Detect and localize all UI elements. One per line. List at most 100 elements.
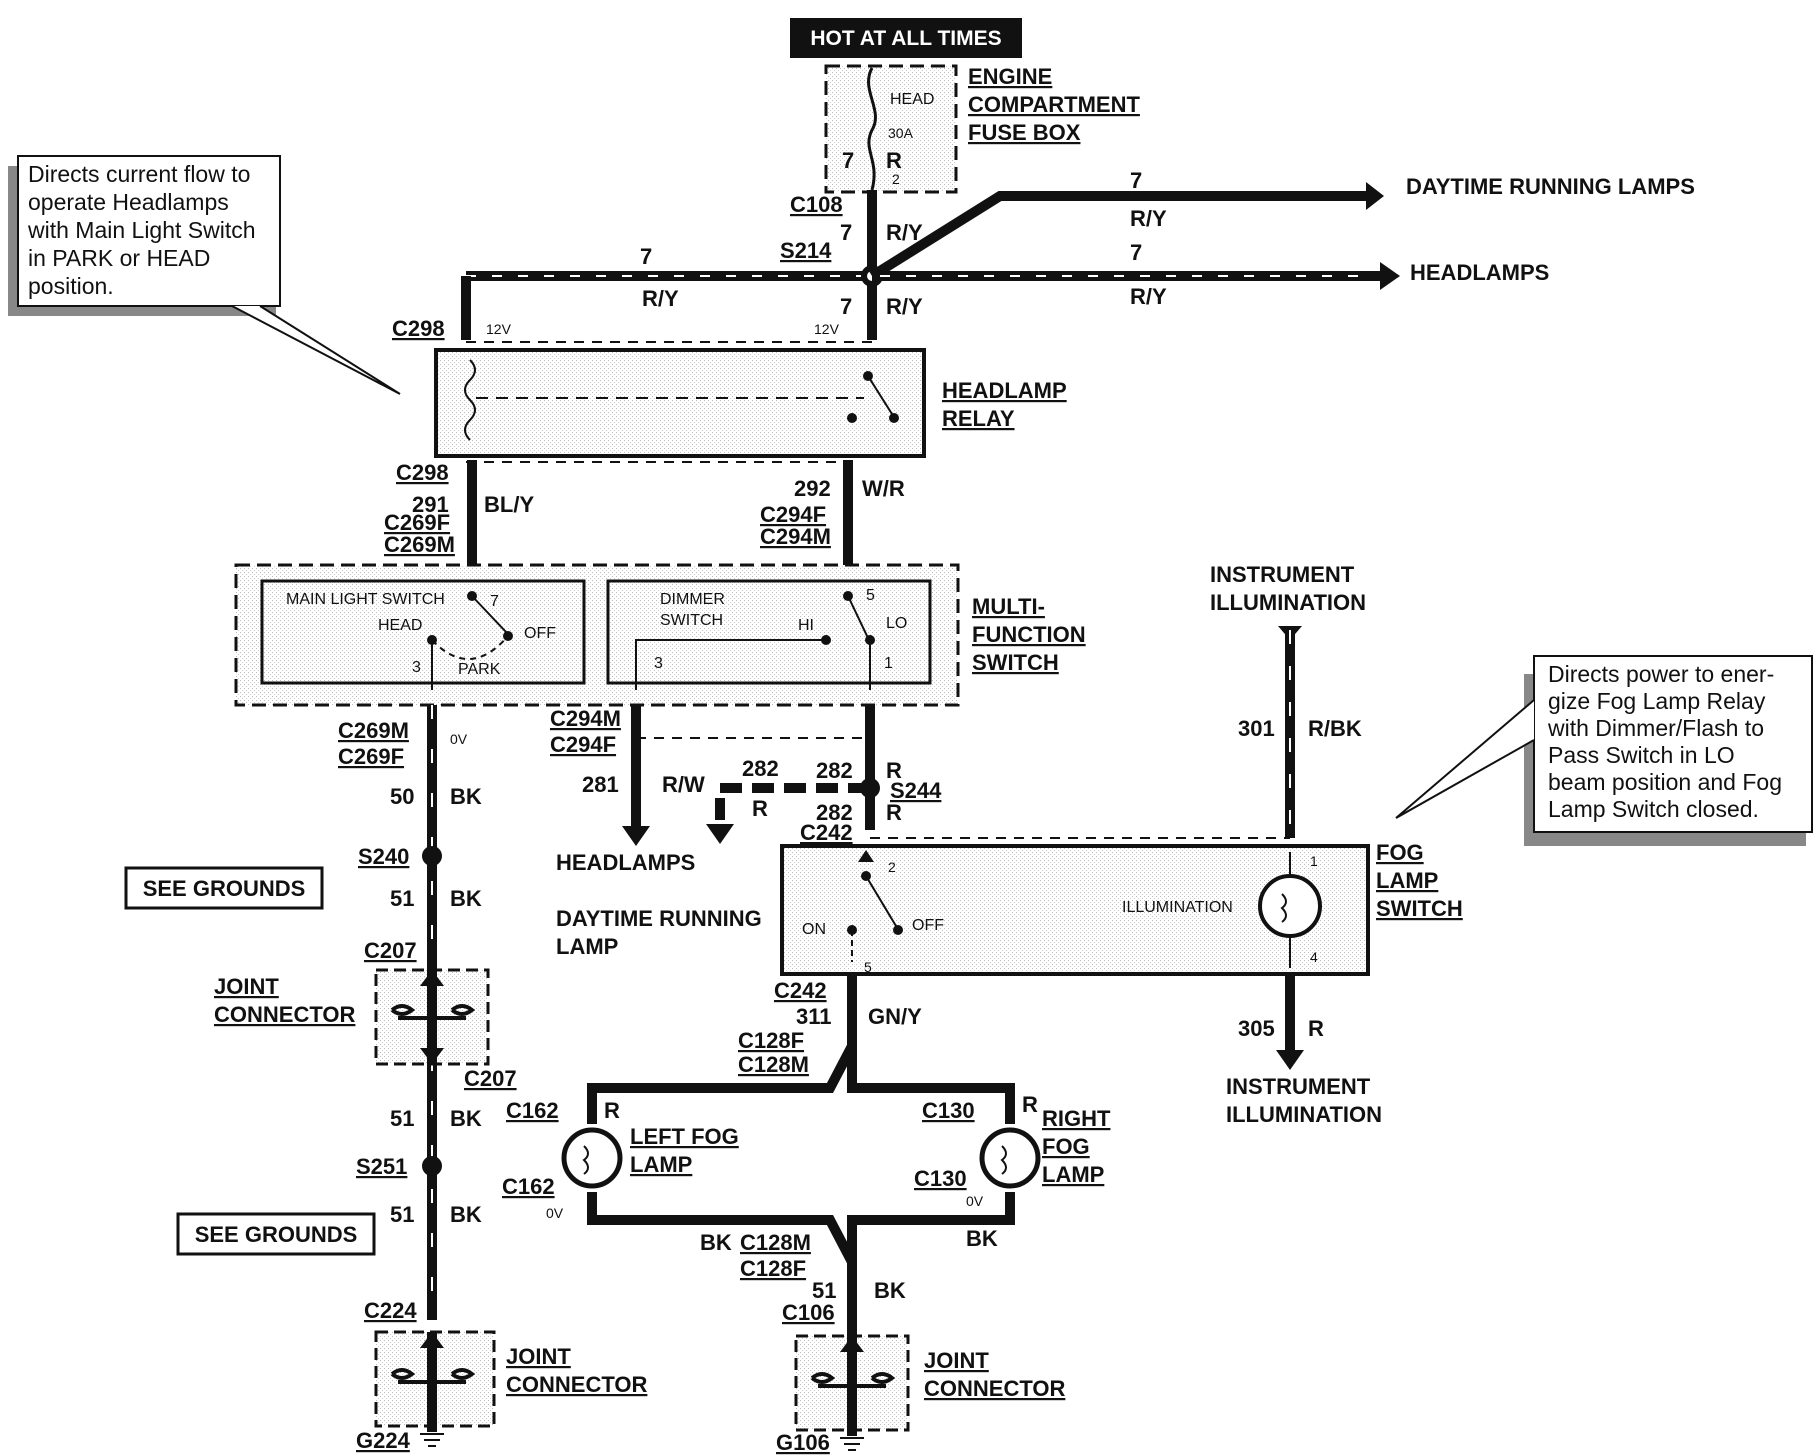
wire-label: 305 — [1238, 1016, 1275, 1041]
wire-282-to-drl — [715, 783, 870, 828]
wire-label: 50 — [390, 784, 414, 809]
fuse-box-title-2: COMPARTMENT — [968, 92, 1140, 117]
note-right-box — [1533, 655, 1813, 833]
connector-c294f: C294F — [550, 732, 616, 757]
note-right-line: with Dimmer/Flash to — [1547, 715, 1764, 741]
voltage-12v: 12V — [486, 321, 512, 337]
right-fog-title-2: FOG — [1042, 1134, 1090, 1159]
wire-label: 7 — [640, 244, 652, 269]
dimmer-switch — [606, 579, 932, 685]
voltage-0v: 0V — [450, 731, 468, 747]
wire-label: 311 — [796, 1004, 832, 1029]
instr-bottom-2: ILLUMINATION — [1226, 1102, 1382, 1127]
splice-s214: S214 — [780, 238, 832, 263]
see-grounds-box-2[interactable] — [176, 1212, 376, 1256]
wire-color-label: BL/Y — [484, 492, 534, 517]
wire-color-label: R/Y — [886, 220, 923, 245]
connector-c269m: C269M — [338, 718, 409, 743]
note-right-line: Pass Switch in LO — [1548, 742, 1735, 768]
connector-c294m: C294M — [760, 524, 831, 549]
relay-contact-icon — [867, 375, 893, 415]
note-left-line: operate Headlamps — [28, 189, 229, 215]
connector-c128m: C128M — [740, 1230, 811, 1255]
note-right-line: gize Fog Lamp Relay — [1548, 688, 1766, 714]
wire-color-label: R/BK — [1308, 716, 1362, 741]
fuse-rating: 30A — [888, 125, 914, 141]
fog-switch-contact-icon — [865, 875, 897, 927]
connector-c298-bottom: C298 — [396, 460, 449, 485]
pin-label: 4 — [1310, 949, 1318, 965]
main-light-contact-icon — [471, 595, 507, 633]
note-right-line: Lamp Switch closed. — [1548, 796, 1759, 822]
joint-title-2: CONNECTOR — [924, 1376, 1065, 1401]
connector-c207: C207 — [464, 1066, 517, 1091]
instr-top-1: INSTRUMENT — [1210, 562, 1355, 587]
wire-label: 51 — [390, 1106, 414, 1131]
wire-color-label: BK — [966, 1226, 998, 1251]
main-light-switch-label: MAIN LIGHT SWITCH — [286, 591, 445, 608]
dimmer-title-1: DIMMER — [660, 591, 725, 608]
multi-title-2: FUNCTION — [972, 622, 1086, 647]
wire-label: 7 — [840, 294, 852, 319]
pin-label: 1 — [884, 655, 893, 672]
joint-title-1: JOINT — [214, 974, 279, 999]
connector-c224: C224 — [364, 1298, 417, 1323]
fog-switch-title-1: FOG — [1376, 840, 1424, 865]
fuse-box — [824, 64, 958, 194]
joint-connector-icon — [390, 1368, 476, 1384]
wire-label: 301 — [1238, 716, 1275, 741]
ground-g224: G224 — [356, 1428, 411, 1453]
wire-color-label: R/Y — [1130, 206, 1167, 231]
connector-c128f: C128F — [740, 1256, 806, 1281]
splice-s240 — [422, 846, 442, 866]
right-fog-title-1: RIGHT — [1042, 1106, 1111, 1131]
illumination-label: ILLUMINATION — [1122, 899, 1233, 916]
fog-switch-title-3: SWITCH — [1376, 896, 1463, 921]
see-grounds-box-1[interactable] — [124, 866, 324, 910]
connector-c207: C207 — [364, 938, 417, 963]
connector-c130: C130 — [914, 1166, 967, 1191]
splice-s251-label: S251 — [356, 1154, 407, 1179]
right-fog-lamp-icon — [979, 1127, 1041, 1189]
connector-c294f: C294F — [760, 502, 826, 527]
joint-title-1: JOINT — [924, 1348, 989, 1373]
left-fog-title-1: LEFT FOG — [630, 1124, 739, 1149]
pin-label: 5 — [864, 959, 872, 975]
wire-color-label: R/W — [662, 772, 705, 797]
joint-connector-icon — [810, 1372, 896, 1388]
wire-label: 282 — [816, 758, 853, 783]
fuse-box-title-3: FUSE BOX — [968, 120, 1081, 145]
wire-label: 281 — [582, 772, 619, 797]
connector-c128f: C128F — [738, 1028, 804, 1053]
wire-color-label: BK — [874, 1278, 906, 1303]
multi-title-3: SWITCH — [972, 650, 1059, 675]
see-grounds-label-2[interactable]: SEE GROUNDS — [195, 1222, 358, 1247]
connector-c242: C242 — [774, 978, 827, 1003]
fuse-icon — [867, 67, 877, 191]
connector-c294m: C294M — [550, 706, 621, 731]
instr-top-2: ILLUMINATION — [1210, 590, 1366, 615]
pin-label: 1 — [1310, 853, 1318, 869]
wire-color-label: R — [1022, 1092, 1038, 1117]
wire-color-label: R — [886, 800, 902, 825]
connector-c162: C162 — [502, 1174, 555, 1199]
joint-connector-icon — [390, 1004, 476, 1020]
hot-at-all-times-box — [790, 18, 1022, 58]
right-fog-title-3: LAMP — [1042, 1162, 1104, 1187]
wire-color-label: R — [886, 758, 902, 783]
connector-c128m: C128M — [738, 1052, 809, 1077]
main-light-switch — [260, 579, 586, 685]
note-left-box — [17, 155, 281, 307]
see-grounds-label-1[interactable]: SEE GROUNDS — [143, 876, 306, 901]
pin-label: 3 — [412, 659, 421, 676]
wire-color-label: BK — [450, 1106, 482, 1131]
off-position-label: OFF — [524, 625, 556, 642]
voltage-12v: 12V — [814, 321, 840, 337]
ground-icon — [840, 1437, 864, 1451]
left-fog-title-2: LAMP — [630, 1152, 692, 1177]
note-right-pointer — [1395, 699, 1535, 819]
dimmer-contact-icon — [847, 595, 869, 639]
connector-c162: C162 — [506, 1098, 559, 1123]
relay-title-1: HEADLAMP — [942, 378, 1067, 403]
wire-label: 291 — [412, 492, 449, 517]
